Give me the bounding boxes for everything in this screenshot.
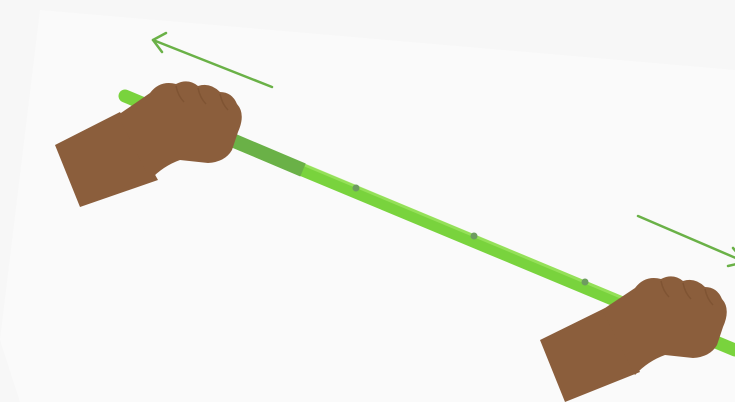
rod-marker-dot xyxy=(471,233,478,240)
rod-marker-dot xyxy=(582,279,589,286)
rod-marker-dot xyxy=(353,185,360,192)
